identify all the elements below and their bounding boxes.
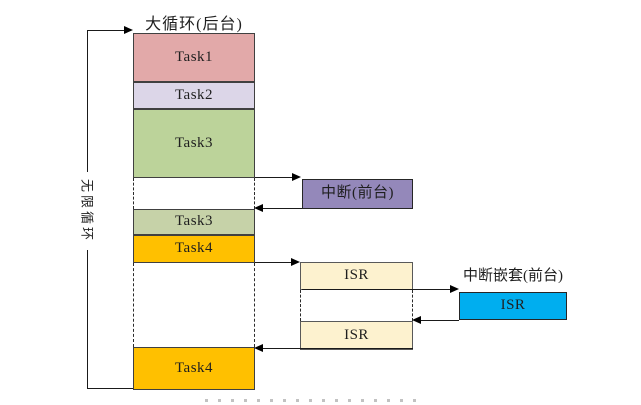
isr-box-1: ISR	[300, 262, 413, 290]
task-label: Task1	[174, 49, 214, 65]
background-loop-title: 大循环(后台)	[145, 16, 243, 33]
nested-isr-box: ISR	[459, 292, 567, 320]
column-gap-dashed-left	[133, 178, 134, 209]
isr-gap-dashed-right	[411, 290, 413, 321]
task-box-task4-resumed: Task4	[133, 347, 255, 390]
interrupt-label: 中断(前台)	[321, 185, 394, 201]
column-gap2-dashed-right	[253, 263, 255, 347]
arrow-task4-to-isr	[255, 258, 300, 267]
arrow-isr-to-nested-isr	[302, 285, 459, 294]
loop-line-bottom	[88, 388, 133, 389]
task-box-task3-resumed: Task3	[133, 209, 255, 235]
task-box-task3: Task3	[133, 109, 255, 178]
column-gap-dashed-right	[253, 178, 255, 209]
task-box-task2: Task2	[133, 82, 255, 109]
task-label: Task3	[174, 135, 214, 151]
loop-arrow-top	[88, 26, 133, 35]
isr-label: ISR	[500, 297, 526, 313]
task-label: Task4	[174, 240, 214, 256]
interrupt-foreground-box: 中断(前台)	[302, 179, 413, 209]
isr-box-2: ISR	[300, 321, 413, 350]
isr-label: ISR	[344, 267, 369, 283]
infinite-loop-label: 无限循环	[78, 171, 98, 251]
arrow-interrupt-return	[254, 204, 302, 213]
arrow-nested-isr-return	[412, 316, 459, 325]
nested-interrupt-label: 中断嵌套(前台)	[463, 268, 563, 284]
arrow-isr-return-to-task4	[254, 344, 413, 353]
arrow-task3-to-interrupt	[255, 173, 301, 182]
column-gap2-dashed-left	[133, 263, 134, 347]
cropped-caption-remnant	[205, 399, 420, 402]
task-label: Task4	[174, 360, 214, 376]
isr-label: ISR	[344, 327, 369, 343]
task-label: Task3	[174, 213, 214, 229]
isr-gap-dashed-left	[300, 290, 301, 321]
task-label: Task2	[174, 87, 214, 103]
task-box-task1: Task1	[133, 33, 255, 82]
task-box-task4: Task4	[133, 235, 255, 263]
